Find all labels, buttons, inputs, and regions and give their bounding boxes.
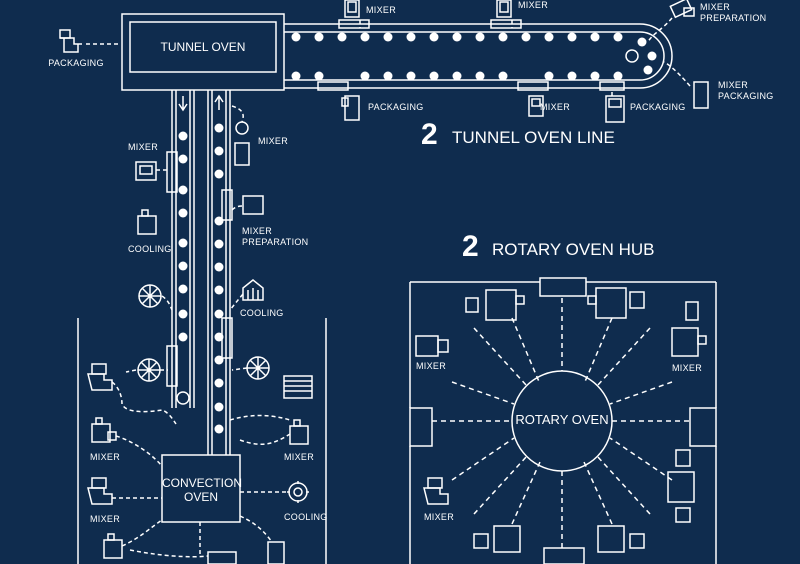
rotary-oven-label: ROTARY OVEN (515, 412, 609, 427)
lower-zone-walls (77, 318, 327, 564)
bread-icon (242, 279, 264, 301)
cutting-board-icon (103, 533, 123, 559)
cutting-board-icon (91, 417, 117, 443)
cutting-board-icon (289, 419, 309, 445)
rotary-section-title: ROTARY OVEN HUB (492, 240, 655, 259)
rotary-hub-boundary (409, 281, 717, 564)
mixer-preparation-label: MIXER PREPARATION (700, 2, 767, 23)
mixer-label: MIXER (90, 514, 121, 524)
mixer-label: MIXER (128, 142, 159, 152)
mixer-label: MIXER (90, 452, 121, 462)
mixer-label: MIXER (284, 452, 315, 462)
vertical-stations (166, 151, 233, 387)
mixer-label: MIXER (258, 136, 289, 146)
gear-icon (287, 481, 309, 503)
vertical-rollers (178, 123, 224, 434)
mixer-packaging-label: MIXER PACKAGING (718, 80, 774, 101)
tablet-icon (669, 0, 695, 19)
conveyor-arrows (178, 94, 224, 112)
mixer-preparation-label: MIXER PREPARATION (242, 226, 309, 247)
tunnel-oven-label: TUNNEL OVEN (160, 40, 246, 54)
packaging-label: PACKAGING (48, 58, 104, 68)
flow-dashes-column (156, 105, 244, 311)
vertical-conveyor-right (207, 90, 231, 455)
cooling-label: COOLING (284, 512, 328, 522)
equipment-icon (234, 121, 250, 166)
package-icon (605, 95, 625, 123)
convection-oven-label: CONVECTION OVEN (162, 476, 243, 504)
tunnel-conveyor-rollers (291, 32, 657, 81)
mixer-icon (135, 161, 157, 181)
tunnel-turnaround-marker (625, 49, 639, 63)
mixer-label: MIXER (672, 363, 703, 373)
cutting-board-icon (137, 209, 157, 235)
fan-icon (246, 356, 270, 380)
tunnel-section-title: TUNNEL OVEN LINE (452, 128, 615, 147)
hub-spokes (432, 298, 690, 548)
hub-equipment (415, 287, 707, 553)
rotary-section-number: 2 (462, 230, 479, 263)
flow-dashes-top (86, 17, 691, 96)
tunnel-conveyor-loop (284, 23, 673, 89)
tray-icon (242, 195, 264, 215)
mixer-icon (87, 477, 113, 505)
tray-icon (283, 375, 313, 399)
mixer-label: MIXER (518, 0, 549, 10)
equipment-icon (528, 95, 544, 117)
fan-icon (138, 284, 162, 308)
mixer-label: MIXER (416, 361, 447, 371)
conveyor-end-marker (176, 391, 190, 405)
mixer-icon (87, 363, 113, 391)
hub-doors (409, 277, 717, 564)
tablet-icon (267, 541, 285, 564)
convection-oven-box (161, 454, 241, 523)
cooling-label: COOLING (240, 308, 284, 318)
packaging-label: PACKAGING (368, 102, 424, 112)
tablet-icon (693, 81, 709, 109)
mixer-label: MIXER (424, 512, 455, 522)
mixer-label: MIXER (540, 102, 571, 112)
tunnel-conveyor-stations (317, 19, 625, 91)
fan-icon (137, 358, 161, 382)
mixer-label: MIXER (366, 5, 397, 15)
mixer-icon (344, 0, 360, 18)
flow-dashes-zone (111, 367, 291, 558)
tray-icon (207, 551, 237, 564)
tunnel-oven-box (121, 13, 285, 91)
packaging-label: PACKAGING (630, 102, 686, 112)
vertical-conveyor-left (171, 90, 195, 408)
cooling-label: COOLING (128, 244, 172, 254)
mixer-icon (496, 0, 512, 18)
mixer-icon (59, 29, 82, 53)
tunnel-section-number: 2 (421, 118, 438, 151)
package-icon (341, 95, 360, 121)
